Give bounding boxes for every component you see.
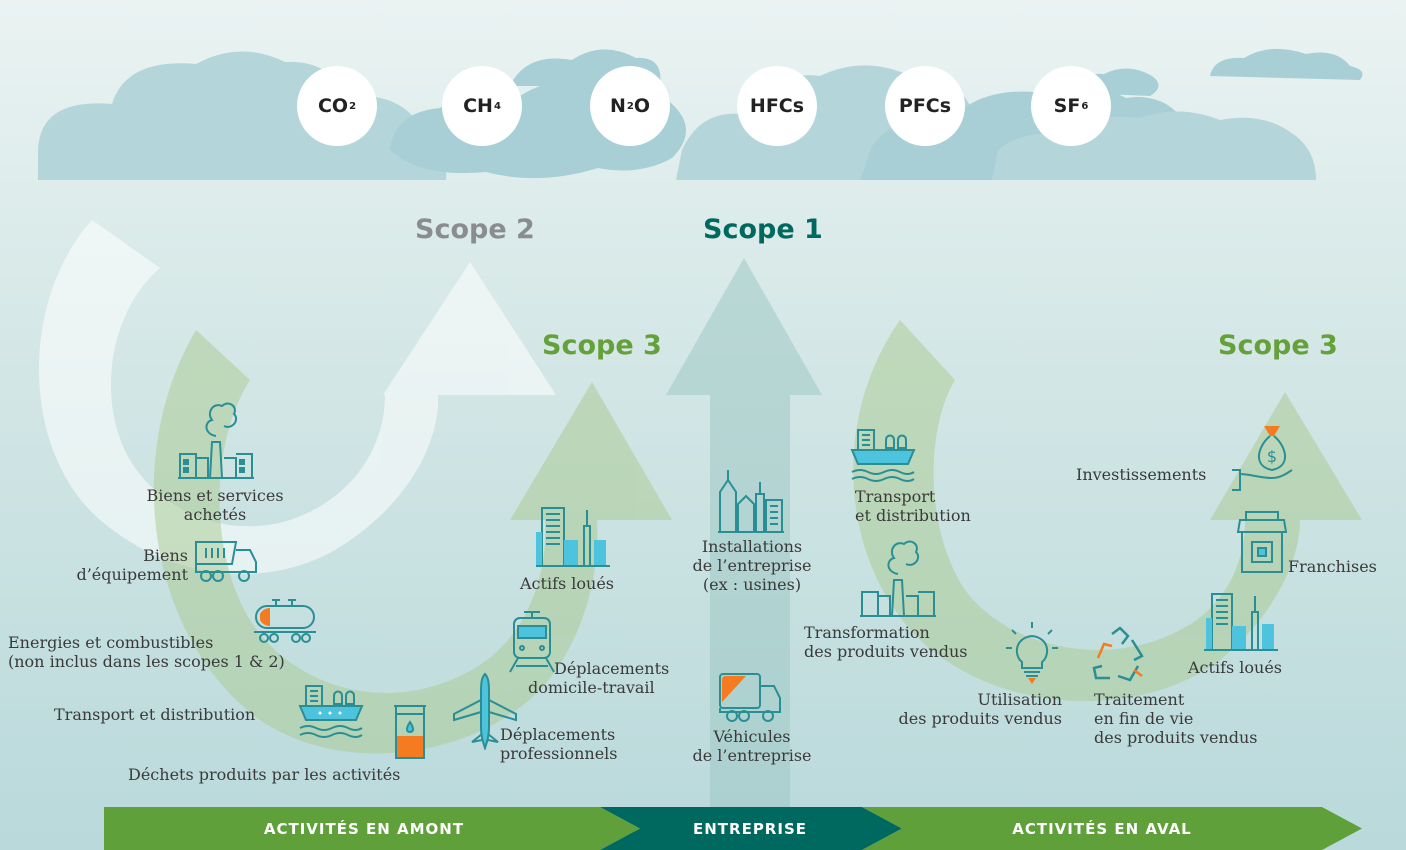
franchise-shop-icon xyxy=(1236,511,1288,573)
scope2-label: Scope 2 xyxy=(415,214,535,245)
band-activites-aval: ACTIVITÉS EN AVAL xyxy=(1012,819,1192,838)
band-activites-amont: ACTIVITÉS EN AMONT xyxy=(263,819,465,838)
label-actifs-loues-aval: Actifs loués xyxy=(1188,658,1283,677)
label-investissements: Investissements xyxy=(1076,465,1207,484)
recycle-icon xyxy=(1092,626,1144,682)
factory-smoke-icon xyxy=(860,540,936,617)
svg-text:$: $ xyxy=(1267,447,1277,466)
skyscrapers-icon xyxy=(718,470,784,533)
cargo-ship-icon xyxy=(850,429,916,482)
cloud-band xyxy=(38,48,1363,181)
dump-truck-icon xyxy=(195,541,257,582)
scope3-downstream-label: Scope 3 xyxy=(1218,330,1338,361)
band-entreprise: ENTREPRISE xyxy=(692,819,807,838)
airplane-icon xyxy=(453,672,517,750)
scope2-arrow xyxy=(38,220,556,574)
scope3-upstream-label: Scope 3 xyxy=(542,330,662,361)
waste-barrel-icon xyxy=(394,705,426,759)
label-franchises: Franchises xyxy=(1288,557,1377,576)
scope1-label: Scope 1 xyxy=(703,214,823,245)
light-bulb-icon xyxy=(1006,622,1058,684)
city-buildings-icon xyxy=(536,507,610,567)
gas-hfcs: HFCs xyxy=(737,66,817,146)
label-actifs-loues-amont: Actifs loués xyxy=(520,574,615,593)
delivery-truck-icon xyxy=(719,673,781,722)
tank-wagon-icon xyxy=(254,599,316,643)
label-dechets: Déchets produits par les activités xyxy=(128,765,401,784)
investment-money-bag-icon: $ xyxy=(1232,426,1293,491)
cargo-ship-icon xyxy=(298,685,364,738)
scope3-left-arrow xyxy=(153,330,672,754)
factory-smoke-icon xyxy=(178,402,254,479)
label-energies-combustibles: Energies et combustibles(non inclus dans… xyxy=(8,633,285,671)
gas-pfcs: PFCs xyxy=(885,66,965,146)
label-transport-distribution-amont: Transport et distribution xyxy=(54,705,256,724)
train-icon xyxy=(509,611,555,673)
activity-chevron-band xyxy=(104,807,1362,850)
city-buildings-icon xyxy=(1204,593,1278,651)
